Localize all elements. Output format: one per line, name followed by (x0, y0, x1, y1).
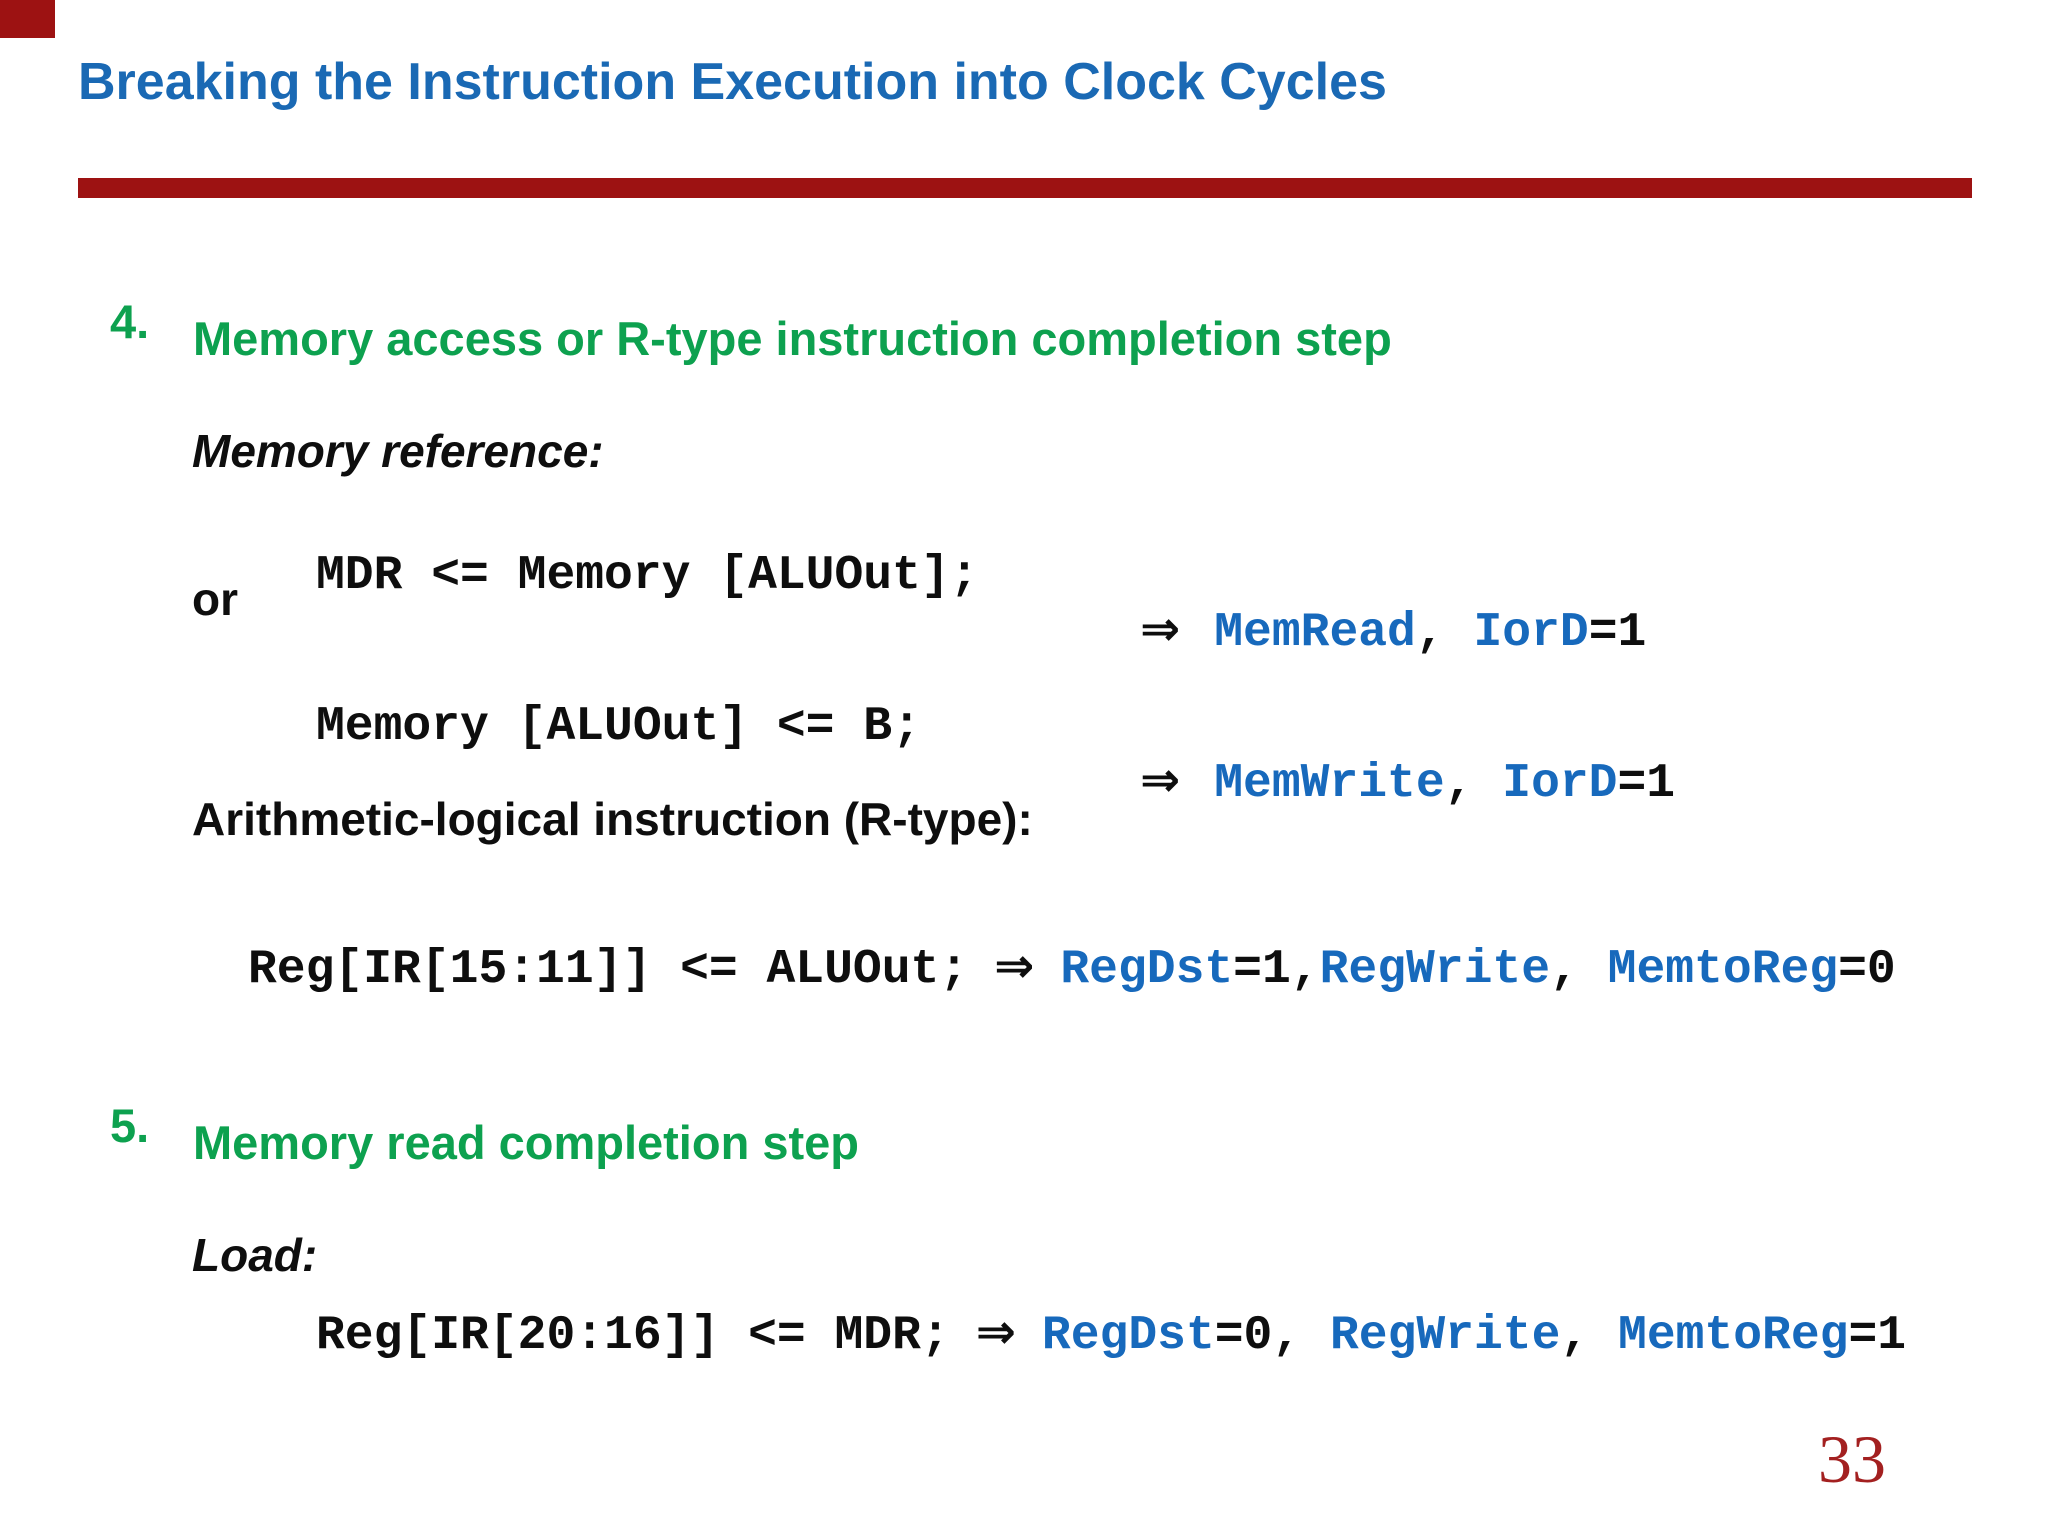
corner-accent-bar (0, 0, 55, 38)
page-number: 33 (1818, 1421, 1886, 1497)
arithmetic-logical-label: Arithmetic-logical instruction (R-type): (192, 793, 1033, 845)
section-4-number: 4. (110, 294, 150, 348)
section-4-heading-row: 4. Memory access or R-type instruction c… (0, 278, 2048, 364)
double-arrow-icon: ⇒ (1140, 751, 1181, 808)
signal-regdst: RegDst (1060, 943, 1234, 997)
double-arrow-icon: ⇒ (994, 938, 1035, 994)
code-line-load: Reg[IR[20:16]] <= MDR; ⇒ RegDst=0, RegWrit… (316, 1306, 1906, 1363)
slide-title: Breaking the Instruction Execution into … (78, 53, 1387, 111)
signal-memtoreg: MemtoReg (1607, 943, 1839, 997)
signal-memread: MemRead (1214, 605, 1416, 660)
code-mdr-statement: MDR <= Memory [ALUOut]; (316, 548, 979, 603)
separator: , (1415, 605, 1474, 660)
signal-regwrite: RegWrite (1329, 1309, 1561, 1363)
code-line-rtype: Reg[IR[15:11]] <= ALUOut; ⇒ RegDst=1,RegWr… (248, 940, 1896, 997)
signal-regdst: RegDst (1041, 1309, 1215, 1363)
section-5-heading: Memory read completion step (193, 1116, 859, 1170)
or-label: or (192, 573, 238, 625)
signal-memtoreg: MemtoReg (1618, 1309, 1849, 1363)
double-arrow-icon: ⇒ (975, 1304, 1016, 1360)
load-label: Load: (192, 1229, 318, 1281)
signal-memwrite: MemWrite (1214, 756, 1445, 811)
code-load-statement: Reg[IR[20:16]] <= MDR; (316, 1309, 950, 1363)
signal-memtoreg-value: =0 (1838, 943, 1896, 997)
section-5-heading-row: 5. Memory read completion step (0, 1082, 2048, 1168)
memory-reference-label: Memory reference: (192, 425, 604, 477)
code-memwrite-signals: ⇒ MemWrite, IorD=1 (1140, 751, 1676, 811)
signal-iord-value: =1 (1617, 756, 1676, 811)
signal-iord-value: =1 (1588, 605, 1647, 660)
separator: , (1550, 943, 1608, 997)
separator: , (1444, 756, 1503, 811)
separator: , (1560, 1309, 1619, 1363)
section-5-number: 5. (110, 1098, 150, 1152)
code-rtype-statement: Reg[IR[15:11]] <= ALUOut; (248, 943, 969, 997)
signal-regdst-value: =1, (1233, 943, 1320, 997)
code-line-memwrite: Memory [ALUOut] <= B; ⇒ MemWrite, IorD=1 (0, 648, 2048, 859)
signal-regdst-value: =0 (1214, 1309, 1273, 1363)
code-memwrite-statement: Memory [ALUOut] <= B; (316, 699, 921, 754)
code-mdr-signals: ⇒ MemRead, IorD=1 (1140, 600, 1647, 660)
double-arrow-icon: ⇒ (1140, 600, 1181, 657)
separator: , (1272, 1309, 1330, 1363)
code-line-mdr: MDR <= Memory [ALUOut]; ⇒ MemRead, IorD=1 (0, 497, 2048, 708)
section-4-heading: Memory access or R-type instruction comp… (193, 312, 1392, 366)
signal-regwrite: RegWrite (1319, 943, 1551, 997)
signal-iord: IorD (1473, 605, 1589, 660)
signal-memtoreg-value: =1 (1848, 1309, 1907, 1363)
signal-iord: IorD (1502, 756, 1618, 811)
title-rule (78, 178, 1972, 198)
